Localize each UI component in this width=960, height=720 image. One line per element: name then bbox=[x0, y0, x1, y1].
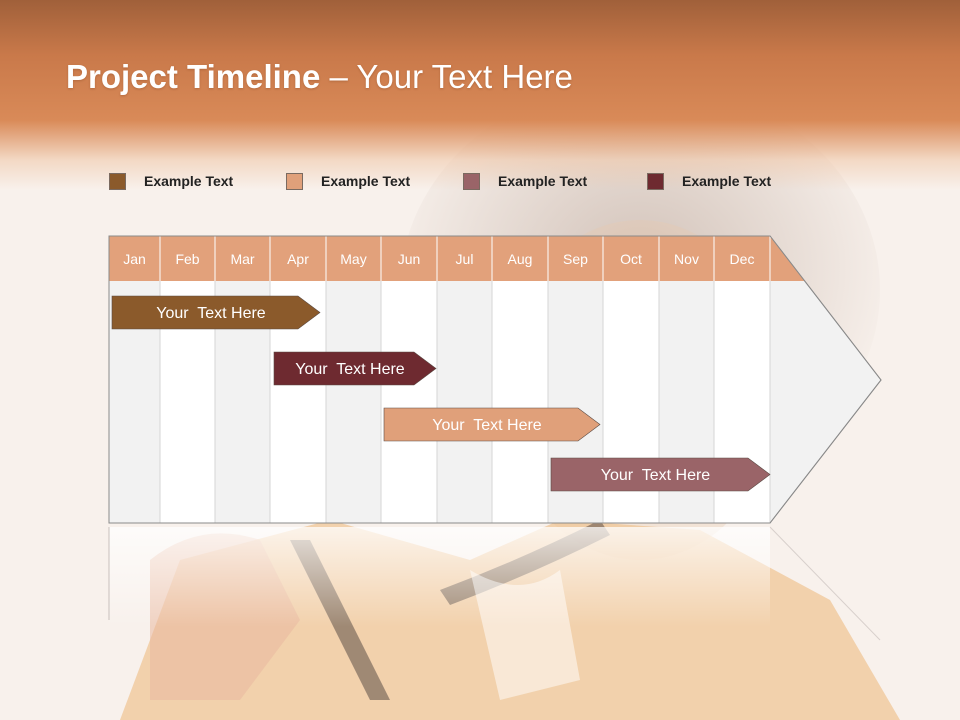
month-label-jan: Jan bbox=[123, 251, 146, 267]
title-bold: Project Timeline bbox=[66, 58, 321, 95]
month-label-oct: Oct bbox=[620, 251, 642, 267]
month-label-sep: Sep bbox=[563, 251, 588, 267]
month-label-aug: Aug bbox=[508, 251, 533, 267]
month-header-band bbox=[109, 236, 805, 281]
task-label: Your Text Here bbox=[601, 467, 711, 484]
legend-label: Example Text bbox=[144, 173, 234, 189]
legend-swatch bbox=[463, 172, 480, 190]
month-label-jul: Jul bbox=[456, 251, 474, 267]
legend-item-3: Example Text bbox=[463, 170, 587, 192]
legend-label: Example Text bbox=[682, 173, 772, 189]
month-label-may: May bbox=[340, 251, 366, 267]
month-column bbox=[381, 281, 437, 523]
title-rest: – Your Text Here bbox=[320, 58, 573, 95]
task-arrow bbox=[383, 407, 601, 442]
slide-title: Project Timeline – Your Text Here bbox=[66, 58, 573, 96]
legend-item-1: Example Text bbox=[109, 170, 233, 192]
month-column bbox=[492, 281, 548, 523]
title-band bbox=[0, 0, 960, 190]
task-arrow bbox=[273, 351, 437, 386]
month-label-apr: Apr bbox=[287, 251, 309, 267]
legend-swatch bbox=[286, 172, 303, 190]
month-label-nov: Nov bbox=[674, 251, 699, 267]
month-label-mar: Mar bbox=[230, 251, 254, 267]
task-label: Your Text Here bbox=[295, 361, 405, 378]
task-arrow bbox=[111, 295, 321, 330]
task-label: Your Text Here bbox=[156, 305, 266, 322]
timeline-arrow-outline bbox=[108, 235, 882, 524]
month-column bbox=[437, 281, 492, 523]
chart-reflection bbox=[109, 527, 770, 627]
task-arrow bbox=[550, 457, 771, 492]
month-label-feb: Feb bbox=[175, 251, 199, 267]
reflection-edge bbox=[769, 526, 881, 641]
legend-swatch bbox=[647, 172, 664, 190]
legend-label: Example Text bbox=[321, 173, 411, 189]
legend-label: Example Text bbox=[498, 173, 588, 189]
task-label: Your Text Here bbox=[432, 417, 542, 434]
month-column bbox=[326, 281, 381, 523]
legend-swatch bbox=[109, 172, 126, 190]
month-label-jun: Jun bbox=[398, 251, 421, 267]
month-label-dec: Dec bbox=[730, 251, 755, 267]
legend-item-4: Example Text bbox=[647, 170, 771, 192]
legend-item-2: Example Text bbox=[286, 170, 410, 192]
